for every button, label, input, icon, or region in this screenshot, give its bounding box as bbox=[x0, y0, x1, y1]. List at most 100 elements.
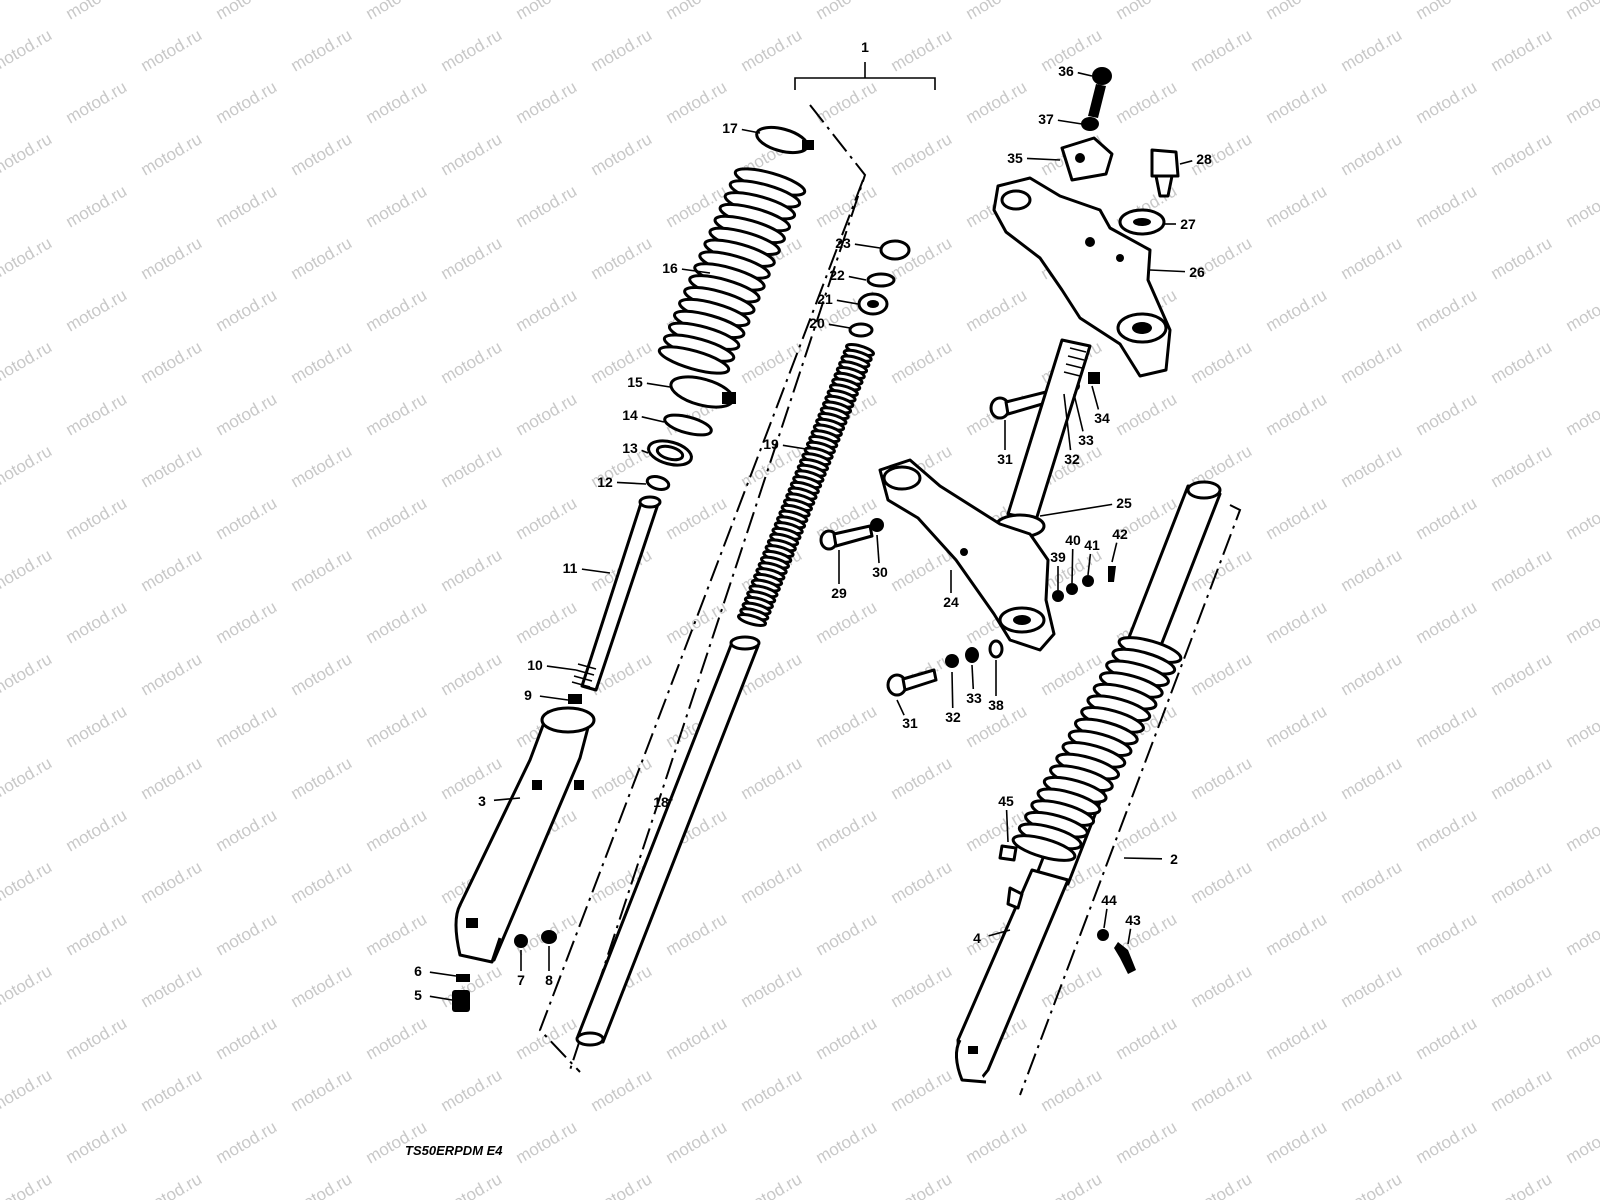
watermark-text: motod.ru bbox=[888, 545, 956, 595]
watermark-text: motod.ru bbox=[513, 77, 581, 127]
part-callout-35: 35 bbox=[1007, 150, 1023, 166]
watermark-text: motod.ru bbox=[1488, 1169, 1556, 1200]
watermark-text: motod.ru bbox=[1488, 649, 1556, 699]
watermark-text: motod.ru bbox=[1338, 233, 1406, 283]
watermark-text: motod.ru bbox=[1413, 493, 1481, 543]
watermark-text: motod.ru bbox=[513, 181, 581, 231]
watermark-text: motod.ru bbox=[0, 129, 55, 179]
watermark-text: motod.ru bbox=[1338, 857, 1406, 907]
diagram-code: TS50ERPDM E4 bbox=[405, 1143, 503, 1158]
watermark-text: motod.ru bbox=[1488, 129, 1556, 179]
leader-line bbox=[1087, 553, 1092, 576]
watermark-text: motod.ru bbox=[438, 441, 506, 491]
part-callout-19: 19 bbox=[763, 436, 779, 452]
watermark-text: motod.ru bbox=[1563, 77, 1600, 127]
watermark-text: motod.ru bbox=[1188, 649, 1256, 699]
watermark-text: motod.ru bbox=[213, 0, 281, 23]
watermark-text: motod.ru bbox=[138, 961, 206, 1011]
watermark-text: motod.ru bbox=[63, 0, 131, 23]
watermark-text: motod.ru bbox=[1113, 77, 1181, 127]
part-callout-14: 14 bbox=[622, 407, 638, 423]
watermark-text: motod.ru bbox=[63, 1117, 131, 1167]
leader-line bbox=[429, 995, 453, 1001]
watermark-text: motod.ru bbox=[1413, 701, 1481, 751]
exploded-boundary-line bbox=[569, 104, 867, 1071]
watermark-text: motod.ru bbox=[1188, 753, 1256, 803]
watermark-text: motod.ru bbox=[1338, 1065, 1406, 1115]
watermark-text: motod.ru bbox=[1263, 77, 1331, 127]
watermark-text: motod.ru bbox=[1488, 545, 1556, 595]
watermark-text: motod.ru bbox=[1413, 909, 1481, 959]
watermark-text: motod.ru bbox=[438, 545, 506, 595]
part-13-oil-seal bbox=[647, 439, 693, 467]
watermark-text: motod.ru bbox=[1563, 0, 1600, 23]
watermark-text: motod.ru bbox=[1113, 1117, 1181, 1167]
watermark-text: motod.ru bbox=[1563, 1117, 1600, 1167]
leader-line bbox=[1057, 119, 1083, 125]
watermark-text: motod.ru bbox=[663, 493, 731, 543]
watermark-text: motod.ru bbox=[288, 25, 356, 75]
leader-line bbox=[1073, 393, 1084, 432]
part-21-cap-bolt bbox=[857, 292, 889, 316]
watermark-text: motod.ru bbox=[213, 389, 281, 439]
watermark-text: motod.ru bbox=[438, 753, 506, 803]
leader-line bbox=[854, 243, 881, 249]
watermark-text: motod.ru bbox=[363, 77, 431, 127]
leader-line bbox=[1077, 71, 1093, 77]
part-callout-33: 33 bbox=[1078, 432, 1094, 448]
leader-line bbox=[1123, 857, 1163, 860]
watermark-text: motod.ru bbox=[1263, 805, 1331, 855]
part-callout-43: 43 bbox=[1125, 912, 1141, 928]
watermark-text: motod.ru bbox=[1263, 0, 1331, 23]
watermark-text: motod.ru bbox=[588, 129, 656, 179]
watermark-text: motod.ru bbox=[363, 181, 431, 231]
watermark-text: motod.ru bbox=[1488, 25, 1556, 75]
watermark-text: motod.ru bbox=[1188, 961, 1256, 1011]
watermark-text: motod.ru bbox=[363, 701, 431, 751]
watermark-text: motod.ru bbox=[1488, 857, 1556, 907]
part-38-ring bbox=[988, 639, 1004, 659]
part-14-ring bbox=[663, 413, 713, 437]
watermark-text: motod.ru bbox=[1263, 389, 1331, 439]
watermark-text: motod.ru bbox=[1188, 25, 1256, 75]
part-34-bolt bbox=[1088, 372, 1100, 384]
leader-line bbox=[646, 382, 671, 388]
part-callout-9: 9 bbox=[524, 687, 532, 703]
watermark-text: motod.ru bbox=[513, 1117, 581, 1167]
watermark-text: motod.ru bbox=[888, 337, 956, 387]
watermark-text: motod.ru bbox=[1413, 1117, 1481, 1167]
watermark-text: motod.ru bbox=[738, 1169, 806, 1200]
part-11-damper-rod bbox=[580, 495, 662, 692]
part-callout-21: 21 bbox=[817, 291, 833, 307]
watermark-text: motod.ru bbox=[0, 337, 55, 387]
leader-line bbox=[988, 929, 1011, 937]
leader-line bbox=[1103, 908, 1108, 929]
watermark-text: motod.ru bbox=[1038, 1169, 1106, 1200]
watermark-text: motod.ru bbox=[1413, 77, 1481, 127]
watermark-text: motod.ru bbox=[1338, 753, 1406, 803]
watermark-text: motod.ru bbox=[1113, 1013, 1181, 1063]
part-40-washer bbox=[1066, 583, 1078, 595]
watermark-text: motod.ru bbox=[138, 649, 206, 699]
part-18-inner-tube bbox=[575, 635, 761, 1047]
watermark-text: motod.ru bbox=[438, 1169, 506, 1200]
leader-line bbox=[581, 568, 611, 574]
watermark-text: motod.ru bbox=[213, 909, 281, 959]
watermark-text: motod.ru bbox=[963, 77, 1031, 127]
leader-line bbox=[429, 971, 457, 977]
part-15-clamp bbox=[669, 375, 736, 409]
part-callout-38: 38 bbox=[988, 697, 1004, 713]
leader-line bbox=[782, 444, 807, 450]
watermark-text: motod.ru bbox=[1263, 909, 1331, 959]
watermark-text: motod.ru bbox=[513, 0, 581, 23]
watermark-text: motod.ru bbox=[363, 493, 431, 543]
part-callout-27: 27 bbox=[1180, 216, 1196, 232]
part-26-upper-bracket bbox=[992, 176, 1172, 378]
watermark-text: motod.ru bbox=[1038, 1065, 1106, 1115]
part-3-outer-tube-left bbox=[454, 706, 596, 964]
part-callout-36: 36 bbox=[1058, 63, 1074, 79]
watermark-text: motod.ru bbox=[1113, 389, 1181, 439]
part-callout-11: 11 bbox=[563, 560, 578, 576]
watermark-text: motod.ru bbox=[813, 909, 881, 959]
